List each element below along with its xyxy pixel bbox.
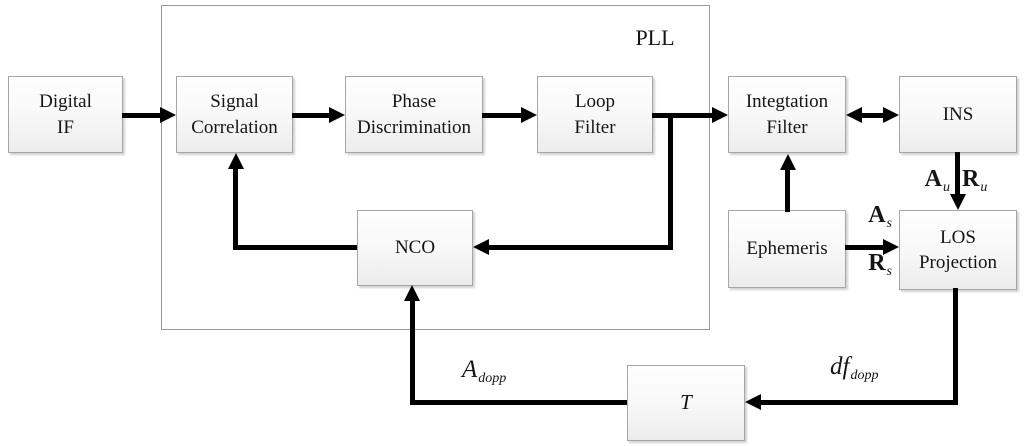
label-a-dopp-base: A (462, 356, 478, 383)
arrow-t-to-nco-vertical-shaft (410, 300, 415, 405)
block-signal-correlation-label: Signal Correlation (191, 91, 278, 138)
arrow-losprojection-to-t-vertical-shaft (953, 288, 958, 405)
block-integration-filter: Integtation Filter (728, 76, 846, 153)
arrow-ephemeris-to-integrationfilter-shaft (785, 170, 790, 212)
block-phase-discrimination-label: Phase Discrimination (357, 91, 471, 138)
arrow-losprojection-to-t-horizontal-shaft (760, 400, 958, 405)
pll-container-label: PLL (635, 25, 675, 50)
label-a-dopp-sub: dopp (478, 371, 507, 386)
block-ephemeris-label: Ephemeris (746, 238, 828, 260)
block-nco-label: NCO (394, 237, 436, 259)
label-r-u-base: R (962, 166, 980, 192)
label-a-s: As (848, 202, 892, 232)
label-r-s: Rs (848, 250, 892, 280)
block-phase-discrimination: Phase Discrimination (345, 76, 483, 153)
block-ins-label: INS (942, 103, 974, 125)
label-r-s-sub: s (886, 264, 892, 279)
arrow-loopfilter-to-nco-horizontal-shaft (488, 245, 673, 250)
arrow-nco-to-signalcorrelation-vertical-shaft (233, 169, 238, 250)
arrow-ins-to-losprojection-shaft (955, 152, 960, 196)
label-a-dopp: Adopp (462, 356, 506, 387)
block-loop-filter-label: Loop Filter (574, 91, 616, 138)
label-df-dopp: dfdopp (830, 353, 878, 384)
arrow-losprojection-to-t-head-icon (745, 394, 761, 410)
arrow-t-to-nco-head-icon (404, 285, 420, 301)
arrow-loopfilter-to-integrationfilter-head-icon (712, 107, 728, 123)
arrow-loopfilter-to-integrationfilter-shaft (652, 113, 713, 118)
block-integration-filter-label: Integtation Filter (745, 91, 829, 138)
arrow-digitalif-to-signalcorrelation-head-icon (160, 107, 176, 123)
block-ephemeris: Ephemeris (728, 210, 846, 288)
arrow-digitalif-to-signalcorrelation-shaft (122, 113, 162, 118)
arrow-loopfilter-to-nco-vertical-shaft (668, 115, 673, 250)
block-loop-filter: Loop Filter (537, 76, 653, 153)
block-signal-correlation: Signal Correlation (176, 76, 293, 153)
label-a-s-base: A (868, 202, 886, 228)
label-df-dopp-base: df (830, 353, 850, 380)
block-t: T (627, 365, 745, 441)
arrow-integrationfilter-ins-shaft (861, 113, 884, 118)
block-nco: NCO (357, 210, 473, 286)
arrow-integrationfilter-ins-left-head-icon (846, 107, 862, 123)
label-a-u-sub: u (943, 180, 950, 195)
arrow-phasediscrimination-to-loopfilter-head-icon (521, 107, 537, 123)
label-r-s-base: R (868, 250, 886, 276)
label-df-dopp-sub: dopp (850, 368, 879, 383)
arrow-loopfilter-to-nco-head-icon (473, 239, 489, 255)
arrow-phasediscrimination-to-loopfilter-shaft (482, 113, 522, 118)
arrow-ephemeris-to-integrationfilter-head-icon (780, 154, 796, 170)
pll-container-box (161, 5, 710, 330)
label-a-s-sub: s (886, 216, 892, 231)
arrow-nco-to-signalcorrelation-horizontal-shaft (233, 245, 357, 250)
arrow-ins-to-losprojection-head-icon (950, 194, 966, 210)
arrow-ephemeris-to-losprojection-head-icon (883, 239, 899, 255)
block-ins: INS (899, 76, 1017, 153)
arrow-signalcorrelation-to-phasediscrimination-shaft (292, 113, 330, 118)
arrow-nco-to-signalcorrelation-head-icon (228, 153, 244, 169)
block-t-label: T (680, 390, 692, 415)
block-los-projection: LOS Projection (899, 210, 1017, 290)
block-digital-if: Digital IF (8, 76, 123, 153)
block-digital-if-label: Digital IF (39, 91, 92, 138)
label-r-u: Ru (962, 166, 987, 196)
label-a-u-base: A (924, 166, 942, 192)
arrow-ephemeris-to-losprojection-shaft (845, 245, 885, 250)
arrow-signalcorrelation-to-phasediscrimination-head-icon (329, 107, 345, 123)
block-los-projection-label: LOS Projection (918, 226, 998, 273)
arrow-t-to-nco-horizontal-shaft (410, 400, 627, 405)
arrow-integrationfilter-ins-right-head-icon (883, 107, 899, 123)
label-a-u: Au (906, 166, 950, 196)
label-r-u-sub: u (980, 180, 988, 195)
